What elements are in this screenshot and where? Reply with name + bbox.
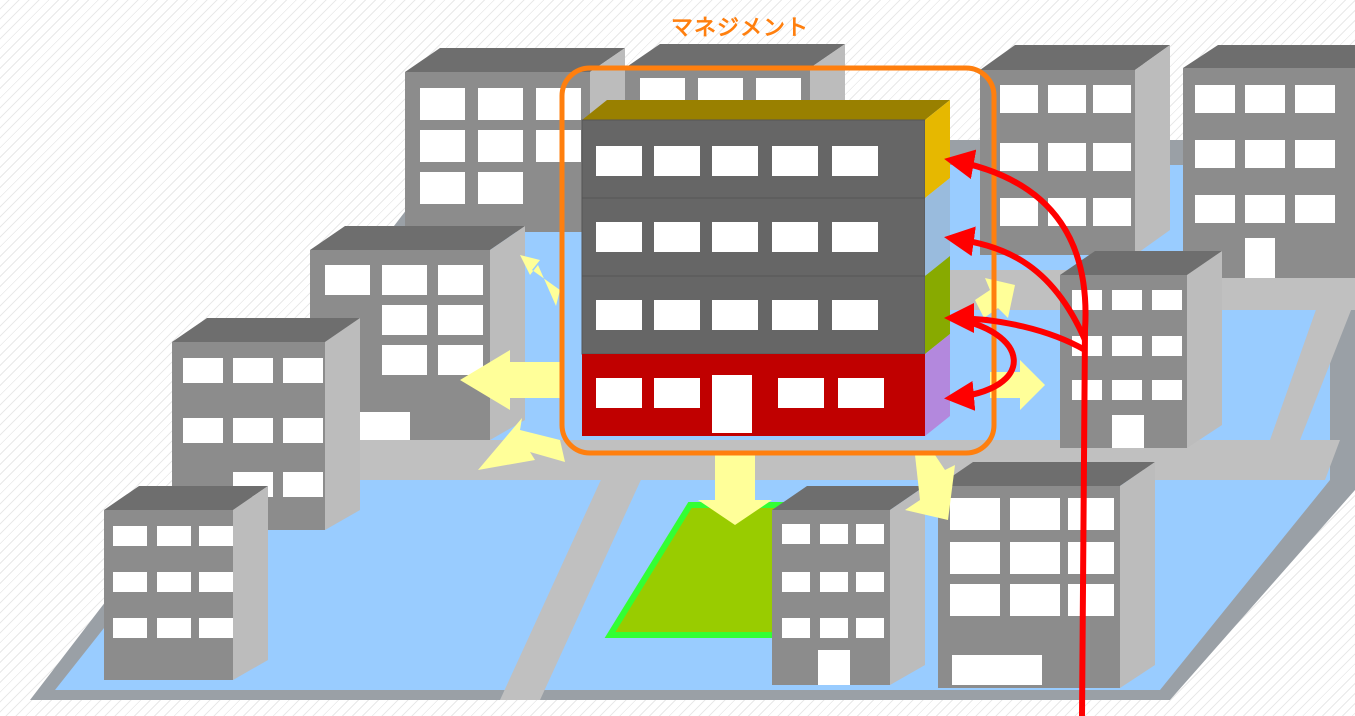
- building-back-4: [1183, 45, 1355, 278]
- building-back-3: [980, 45, 1170, 255]
- feedback-arrows: [944, 149, 1089, 716]
- management-label: マネジメント: [670, 16, 809, 41]
- road-diagonal-right: [1270, 270, 1355, 440]
- building-left-1: [310, 226, 525, 440]
- arrow-left: [460, 350, 560, 410]
- arrow-upper-left: [520, 255, 560, 306]
- building-left-3: [104, 486, 268, 680]
- central-building: [581, 100, 950, 436]
- management-frame: [559, 65, 997, 456]
- floor-2-side: [925, 256, 950, 354]
- floor-4-side: [925, 100, 950, 198]
- central-roof: [582, 100, 950, 120]
- building-front-2: [938, 462, 1155, 688]
- feedback-floor-1-loop: [944, 315, 1017, 411]
- arrow-lower-right: [905, 455, 955, 520]
- road-diagonal-left: [500, 460, 650, 700]
- feedback-floor-3: [944, 226, 1088, 342]
- arrow-down-left: [478, 418, 565, 470]
- floor-3-side: [925, 178, 950, 276]
- arrow-down: [698, 455, 772, 525]
- outflow-arrows: [460, 255, 1045, 525]
- background-buildings: [104, 44, 1355, 688]
- floor-1-side: [925, 334, 950, 436]
- arrow-right: [990, 360, 1045, 410]
- building-front-1: [772, 486, 925, 685]
- feedback-main-line: [944, 149, 1089, 716]
